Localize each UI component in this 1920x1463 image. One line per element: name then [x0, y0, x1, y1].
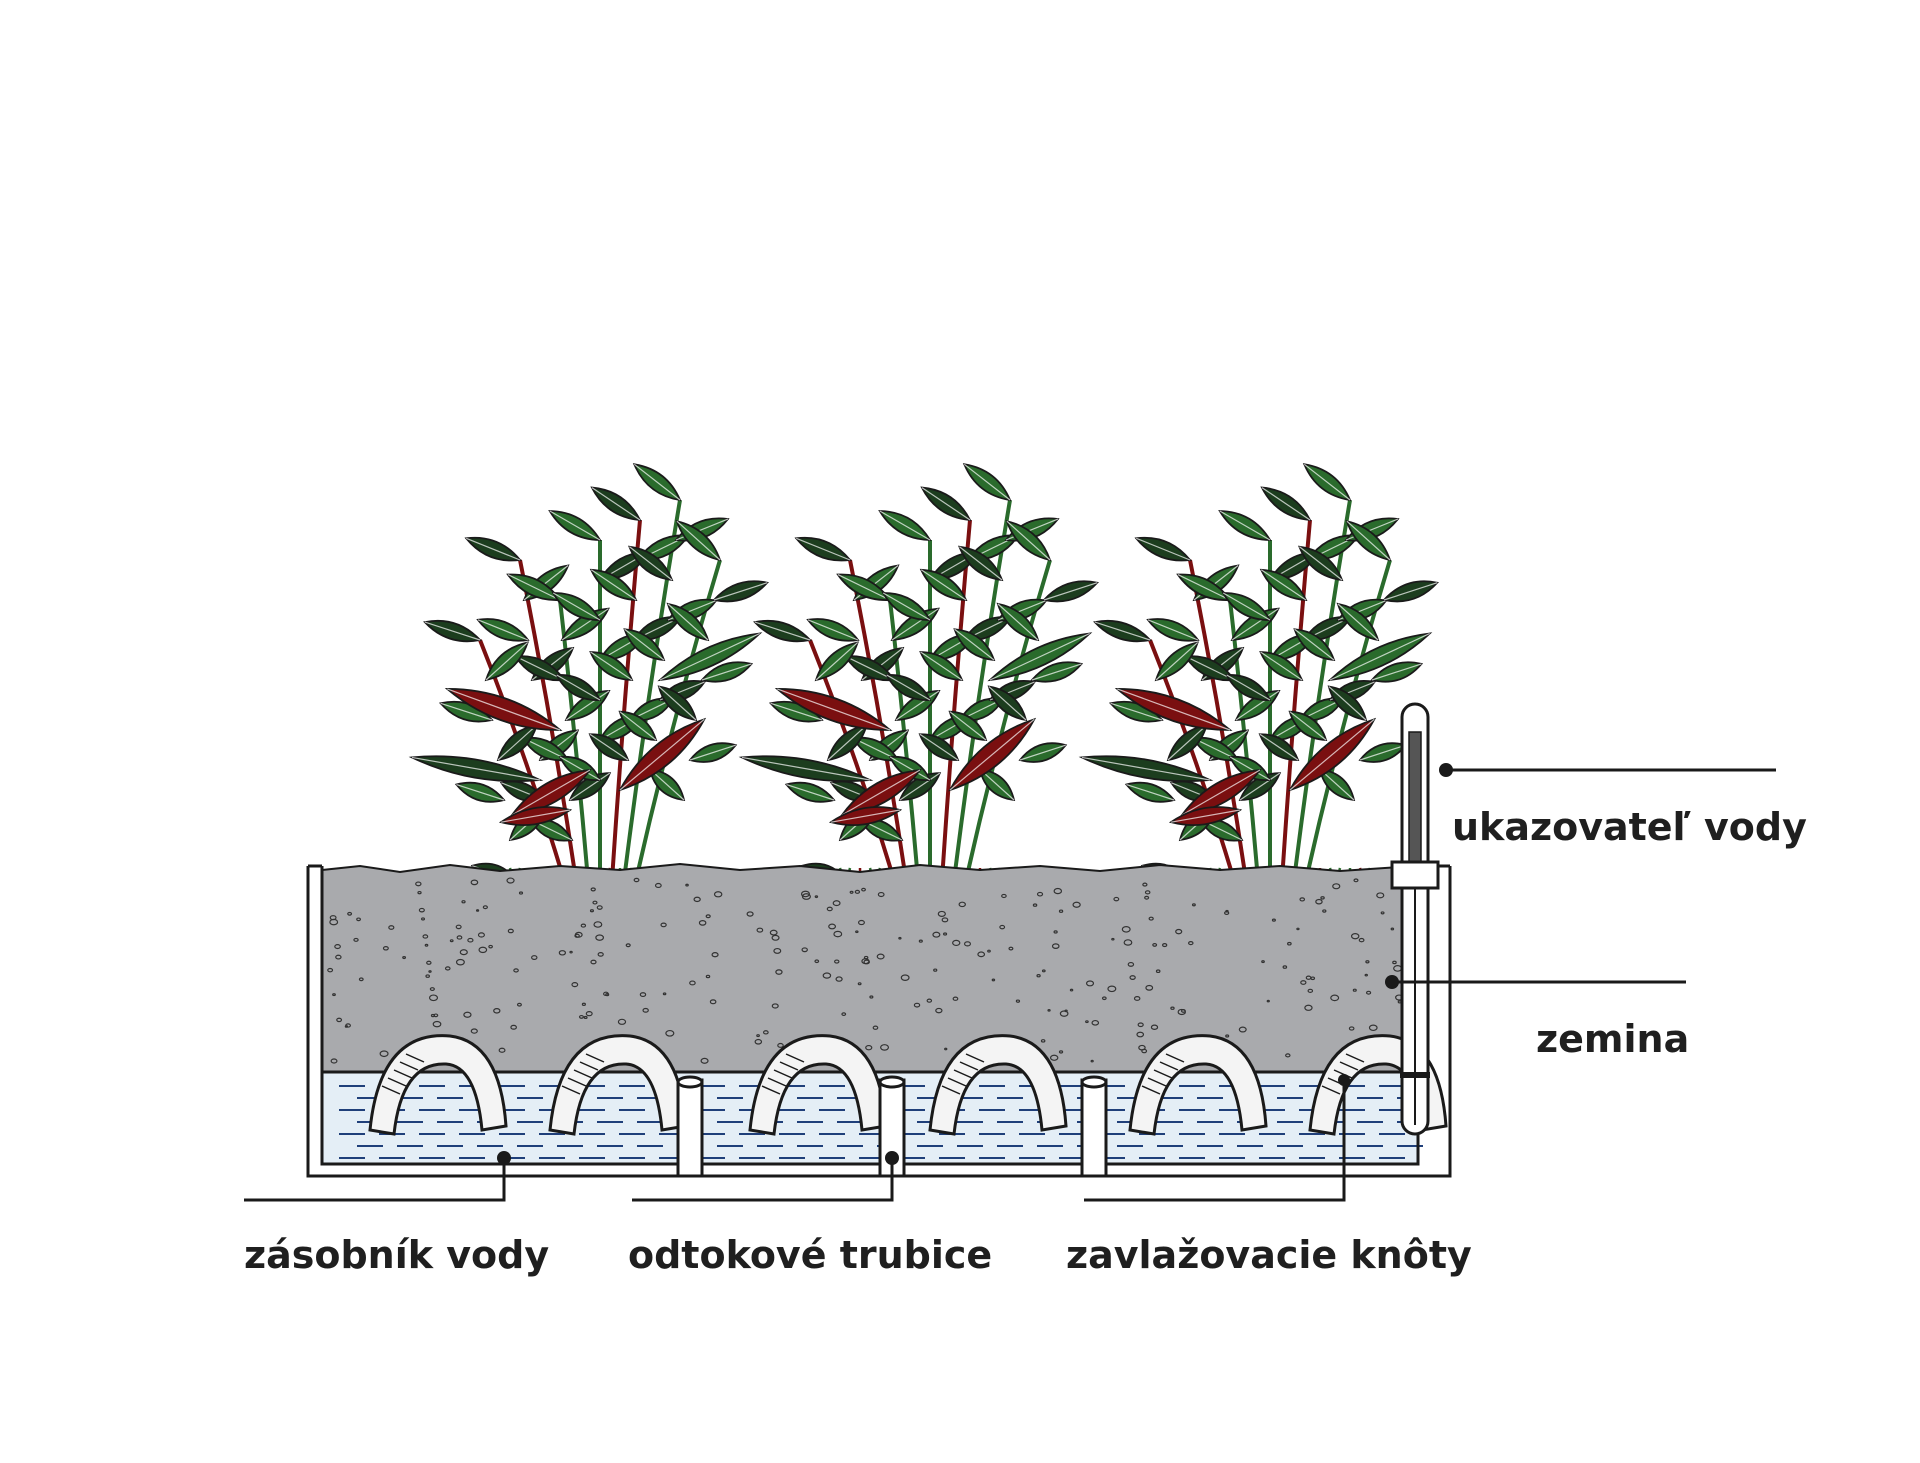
plant-cluster-icon — [1078, 463, 1439, 986]
label-soil: zemina — [1536, 1017, 1689, 1061]
label-water-reservoir: zásobník vody — [244, 1233, 549, 1277]
wick-arch-icon — [1128, 1034, 1268, 1136]
water-level-indicator-icon — [1390, 702, 1440, 1136]
leader-dots — [497, 763, 1453, 1165]
drain-tube-icon — [1080, 1075, 1108, 1178]
label-water-indicator: ukazovateľ vody — [1452, 805, 1807, 849]
wick-arch-icon — [928, 1034, 1068, 1136]
label-drain-tubes: odtokové trubice — [628, 1233, 992, 1277]
drain-tubes-group — [676, 1075, 1108, 1178]
soil-layer — [321, 862, 1419, 1073]
plants-group — [408, 463, 1439, 986]
soil-specks — [327, 877, 1411, 1065]
leader-lines — [244, 768, 1776, 1202]
wick-arch-icon — [368, 1034, 508, 1136]
plant-cluster-icon — [408, 463, 769, 986]
drain-tube-icon — [676, 1075, 704, 1178]
label-irrigation-wicks: zavlažovacie knôty — [1066, 1233, 1472, 1277]
irrigation-wicks-group — [368, 1034, 1448, 1136]
